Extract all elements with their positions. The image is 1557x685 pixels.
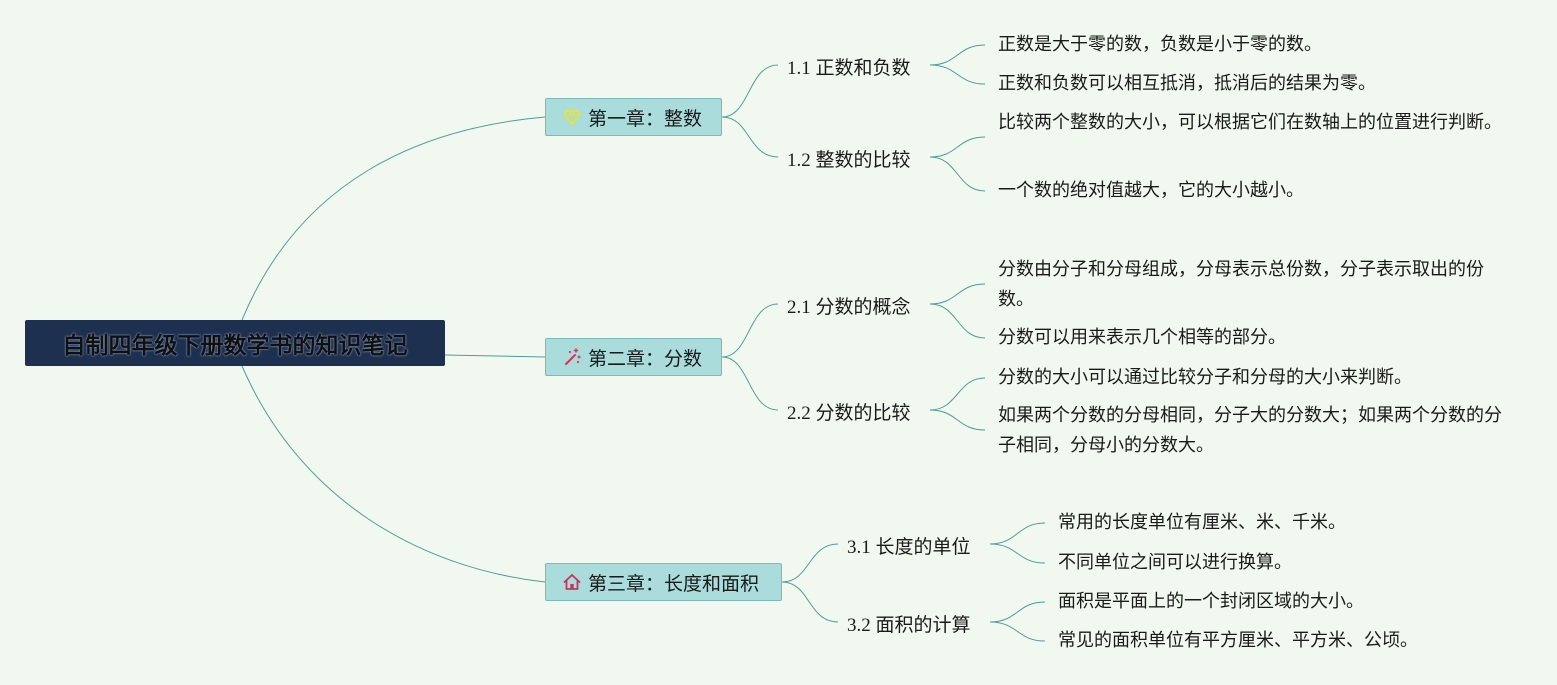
connector-s21-p2 (929, 303, 986, 339)
point-1-2-1[interactable]: 比较两个整数的大小，可以根据它们在数轴上的位置进行判断。 (998, 112, 1502, 133)
point-2-2-1[interactable]: 分数的大小可以通过比较分子和分母的大小来判断。 (998, 367, 1412, 388)
section-2-2[interactable]: 2.2 分数的比较 (787, 403, 911, 424)
point-2-2-2[interactable]: 如果两个分数的分母相同，分子大的分数大；如果两个分数的分子相同，分母小的分数大。 (998, 405, 1502, 456)
connector-s12-p2 (929, 156, 986, 192)
connector-ch2-sec1 (721, 303, 779, 358)
chapter-1-label: 第一章：整数 (588, 107, 703, 130)
connector-s12-p1 (929, 136, 986, 158)
root-topic[interactable]: 自制四年级下册数学书的知识笔记 (25, 320, 445, 366)
section-2-1[interactable]: 2.1 分数的概念 (787, 297, 911, 318)
connector-s31-p2 (989, 543, 1046, 564)
point-3-2-2[interactable]: 常见的面积单位有平方厘米、平方米、公顷。 (1058, 630, 1418, 651)
connector-ch3-sec2 (781, 581, 839, 623)
connector-ch3-sec1 (781, 543, 839, 583)
section-3-2[interactable]: 3.2 面积的计算 (847, 615, 971, 636)
connector-s32-p2 (989, 621, 1046, 642)
point-1-1-1[interactable]: 正数是大于零的数，负数是小于零的数。 (998, 34, 1322, 55)
home-icon (562, 572, 582, 592)
magic-wand-icon (562, 347, 582, 367)
connector-s32-p1 (989, 601, 1046, 623)
chapter-3-label: 第三章：长度和面积 (588, 572, 760, 595)
connector-s22-p2 (929, 409, 986, 431)
connector-s21-p1 (929, 283, 986, 305)
chapter-3-node[interactable]: 第三章：长度和面积 (545, 563, 782, 601)
point-1-1-2[interactable]: 正数和负数可以相互抵消，抵消后的结果为零。 (998, 73, 1376, 94)
root-topic-label: 自制四年级下册数学书的知识笔记 (62, 333, 408, 359)
connector-s22-p1 (929, 377, 986, 411)
connector-ch1-sec2 (721, 116, 779, 158)
connector-root-chapter-1 (241, 116, 546, 321)
point-3-1-1[interactable]: 常用的长度单位有厘米、米、千米。 (1058, 512, 1346, 533)
connector-ch1-sec1 (721, 64, 779, 118)
connector-root-chapter-3 (241, 365, 546, 583)
section-1-2[interactable]: 1.2 整数的比较 (787, 150, 911, 171)
point-2-1-1[interactable]: 分数由分子和分母组成，分母表示总份数，分子表示取出的份数。 (998, 259, 1484, 310)
point-2-1-2[interactable]: 分数可以用来表示几个相等的部分。 (998, 327, 1286, 348)
chapter-2-label: 第二章：分数 (588, 347, 703, 370)
gem-icon (562, 107, 582, 127)
point-1-2-2[interactable]: 一个数的绝对值越大，它的大小越小。 (998, 180, 1304, 201)
point-3-1-2[interactable]: 不同单位之间可以进行换算。 (1058, 552, 1292, 573)
connector-root-chapter-2 (444, 354, 546, 358)
section-1-1[interactable]: 1.1 正数和负数 (787, 58, 911, 79)
section-3-1[interactable]: 3.1 长度的单位 (847, 537, 971, 558)
chapter-1-node[interactable]: 第一章：整数 (545, 98, 722, 136)
connector-ch2-sec2 (721, 356, 779, 411)
connector-s11-p1 (929, 44, 986, 66)
connector-s11-p2 (929, 64, 986, 85)
connector-s31-p1 (989, 522, 1046, 545)
chapter-2-node[interactable]: 第二章：分数 (545, 338, 722, 376)
point-3-2-1[interactable]: 面积是平面上的一个封闭区域的大小。 (1058, 591, 1364, 612)
